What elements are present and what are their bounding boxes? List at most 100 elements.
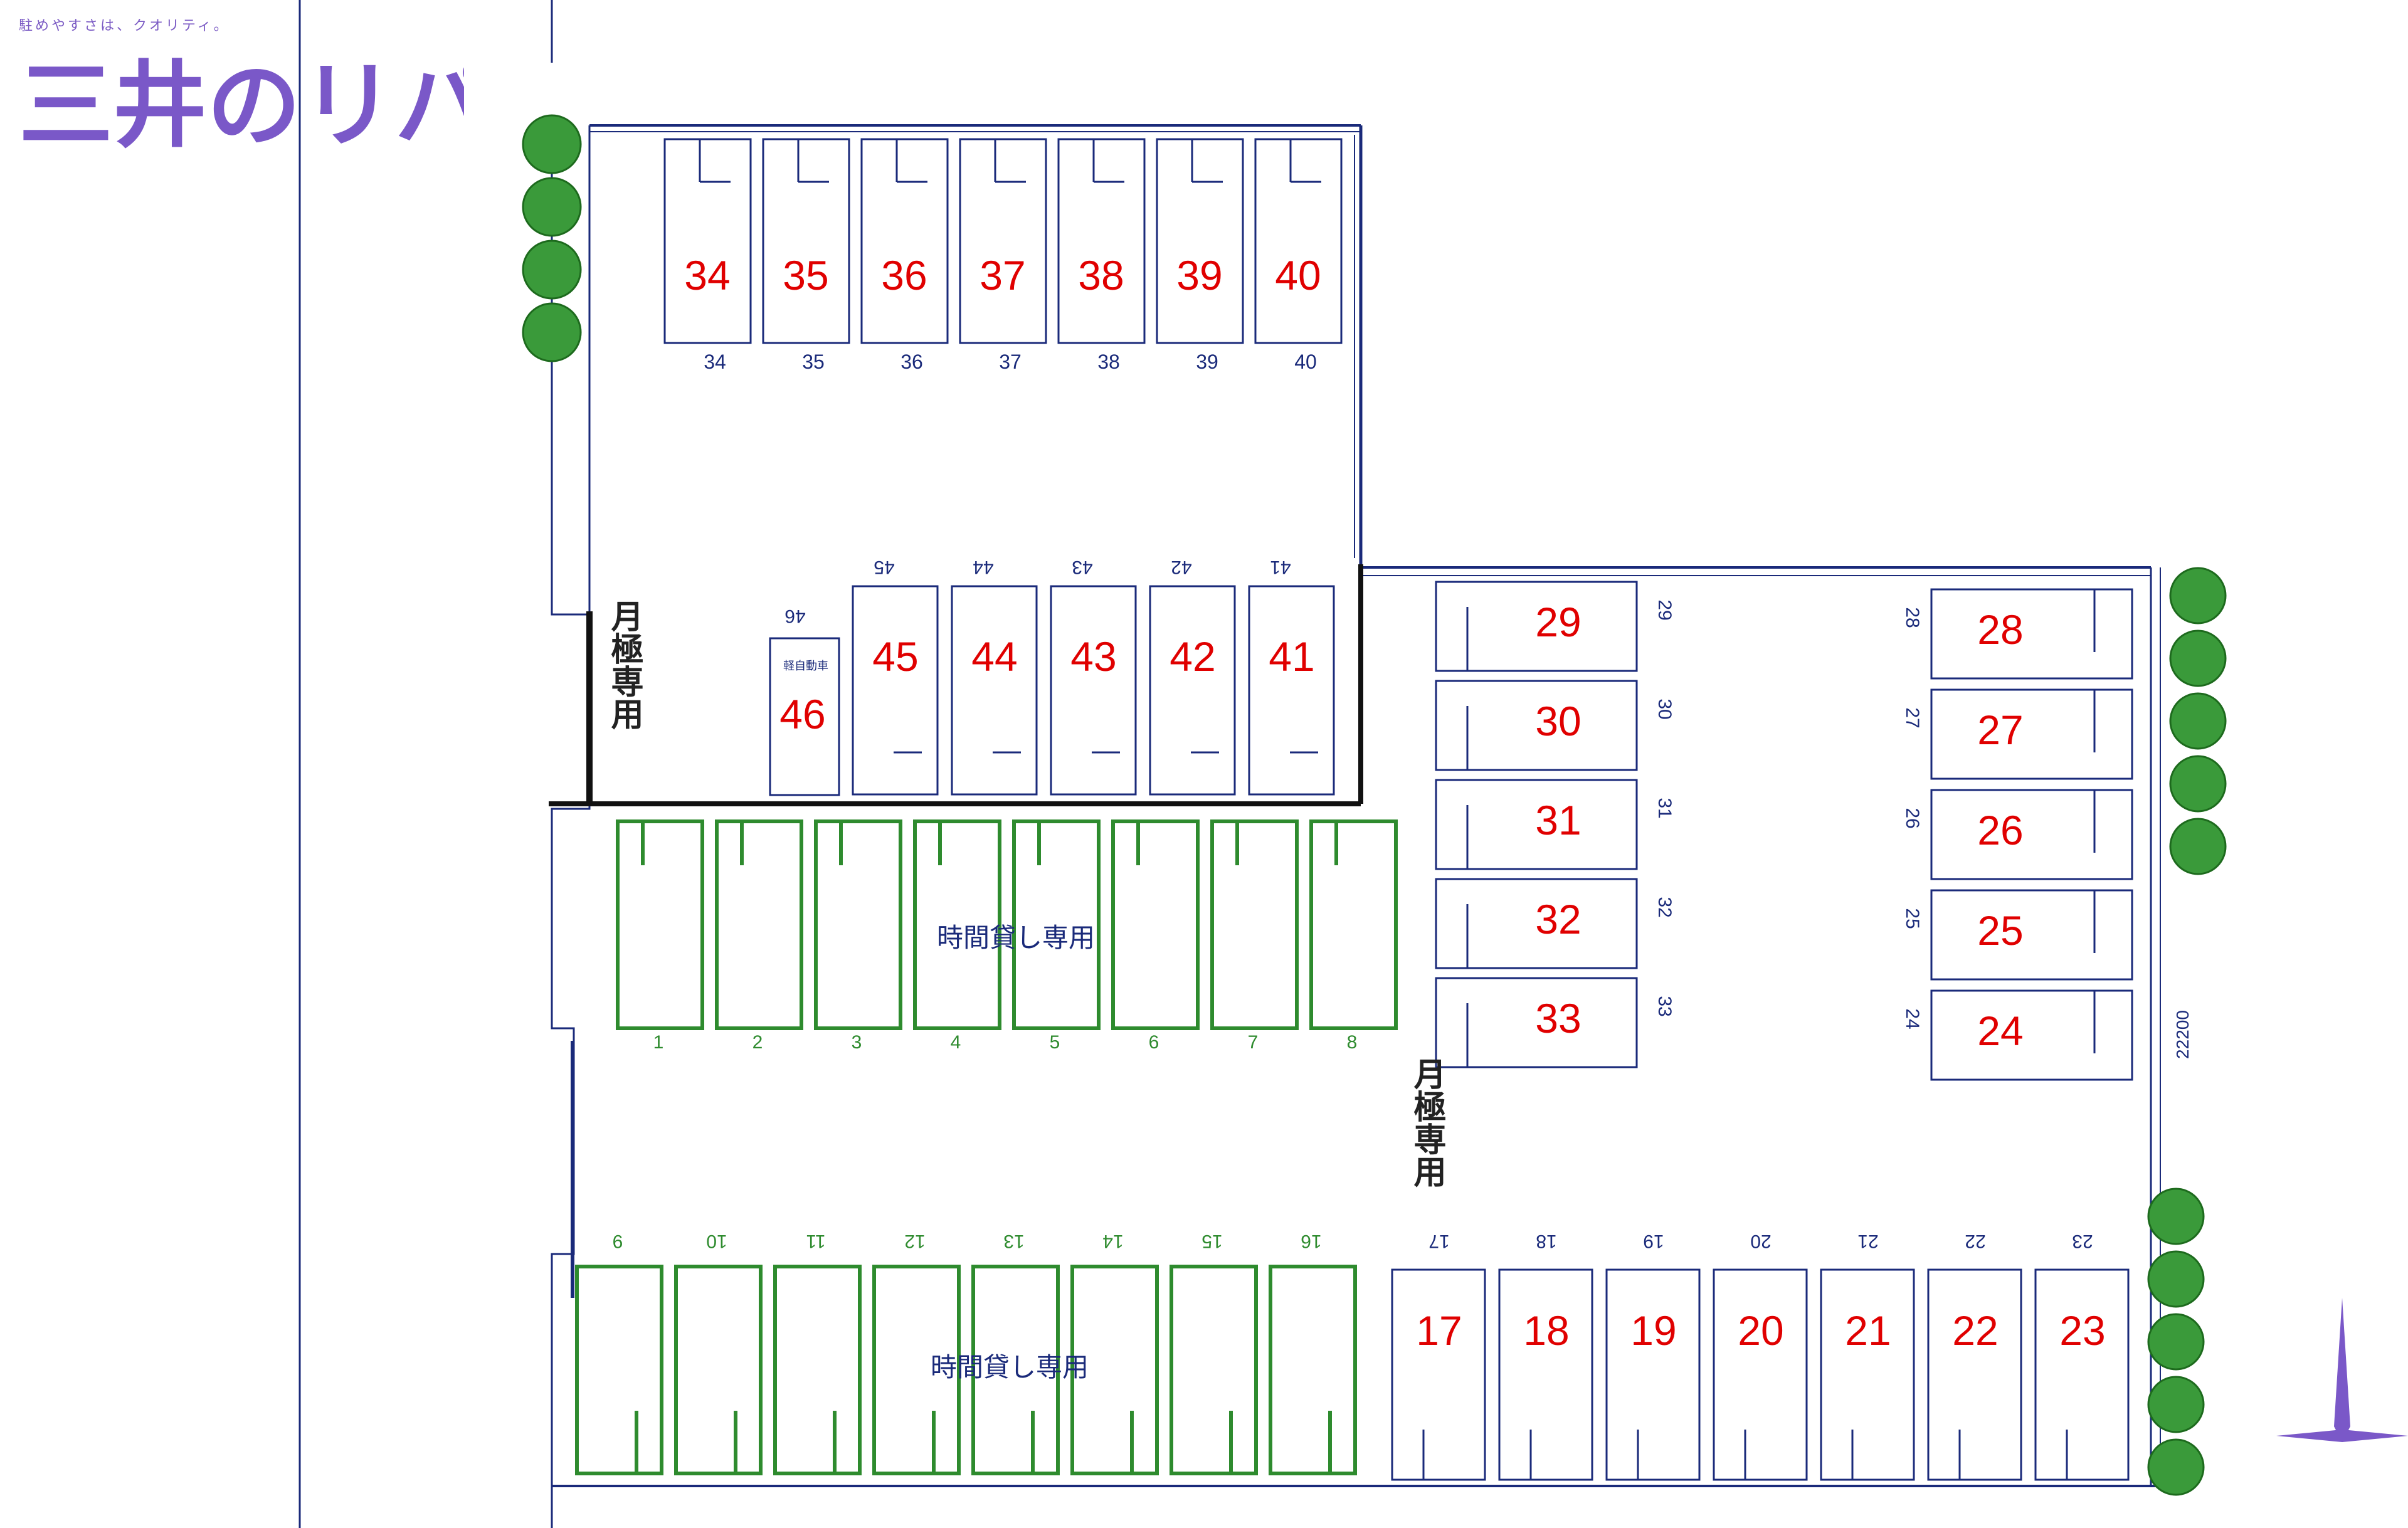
space-11 [773, 1265, 862, 1475]
compass-east-west-icon [2276, 1430, 2408, 1442]
space-23 [2034, 1268, 2130, 1481]
space-46 [769, 637, 840, 796]
space-31 [1435, 779, 1638, 870]
space-15 [1170, 1265, 1258, 1475]
space-11-label: 11 [806, 1231, 825, 1251]
space-17 [1391, 1268, 1486, 1481]
space-44 [951, 585, 1038, 796]
space-44-number: 44 [971, 633, 1017, 680]
space-19-label: 19 [1643, 1231, 1664, 1251]
space-14-label: 14 [1102, 1231, 1123, 1251]
logo-tagline: 駐めやすさは、クオリティ。 [19, 18, 230, 34]
space-29 [1435, 581, 1638, 672]
compass-north-icon [2334, 1298, 2350, 1442]
space-1 [616, 819, 704, 1030]
space-29-number: 29 [1535, 599, 1581, 645]
space-19 [1605, 1268, 1701, 1481]
tree-left-1 [522, 114, 582, 174]
tree-right-lower-5 [2147, 1438, 2205, 1496]
space-21-number: 21 [1845, 1307, 1891, 1354]
space-36-label: 36 [900, 350, 923, 373]
space-43-label: 43 [1072, 557, 1092, 577]
space-26 [1930, 789, 2133, 880]
space-6-label: 6 [1149, 1032, 1159, 1053]
space-36 [860, 138, 949, 344]
space-10 [674, 1265, 763, 1475]
space-41 [1248, 585, 1335, 796]
space-37 [959, 138, 1047, 344]
space-9 [575, 1265, 663, 1475]
space-38-label: 38 [1097, 350, 1120, 373]
space-10-label: 10 [706, 1231, 727, 1251]
zone-monthly-mid-label: 月極専用 [1408, 1057, 1446, 1188]
space-17-number: 17 [1416, 1307, 1462, 1354]
space-41-label: 41 [1270, 557, 1291, 577]
tree-right-upper-5 [2169, 818, 2227, 875]
space-38-number: 38 [1078, 252, 1124, 298]
space-27 [1930, 688, 2133, 780]
space-16-label: 16 [1301, 1231, 1321, 1251]
zone-monthly-left-label: 月極専用 [606, 599, 643, 730]
space-22-label: 22 [1965, 1231, 1985, 1251]
space-26-number: 26 [1977, 807, 2023, 853]
space-23-number: 23 [2059, 1307, 2105, 1354]
space-45-number: 45 [872, 633, 918, 680]
space-24-number: 24 [1977, 1008, 2023, 1054]
space-43 [1050, 585, 1137, 796]
tree-right-upper-2 [2169, 630, 2227, 687]
space-5 [1012, 819, 1101, 1030]
outer-wall-left [551, 148, 591, 1528]
space-39-number: 39 [1176, 252, 1222, 298]
space-1-label: 1 [653, 1032, 664, 1053]
tree-left-2 [522, 177, 582, 237]
tree-right-upper-1 [2169, 567, 2227, 624]
space-33 [1435, 977, 1638, 1068]
space-24 [1930, 989, 2133, 1081]
space-32 [1435, 878, 1638, 969]
space-42 [1149, 585, 1236, 796]
space-34-number: 34 [684, 252, 730, 298]
space-46-label: 46 [784, 606, 805, 626]
space-40-number: 40 [1275, 252, 1321, 298]
space-32-number: 32 [1535, 896, 1581, 942]
space-7-label: 7 [1248, 1032, 1259, 1053]
mitsui-repark-logo: 駐めやすさは、クオリティ。 三井のリパーク [19, 18, 464, 150]
space-30-label: 30 [1654, 698, 1675, 719]
space-32-label: 32 [1654, 897, 1675, 917]
space-13-label: 13 [1003, 1231, 1024, 1251]
space-22-number: 22 [1952, 1307, 1998, 1354]
space-31-label: 31 [1654, 798, 1675, 818]
space-7 [1210, 819, 1299, 1030]
space-35-number: 35 [783, 252, 828, 298]
space-42-number: 42 [1170, 633, 1215, 680]
space-24-label: 24 [1902, 1008, 1923, 1029]
tree-left-4 [522, 302, 582, 362]
tree-right-upper-4 [2169, 755, 2227, 813]
tree-right-upper-3 [2169, 692, 2227, 750]
space-27-label: 27 [1902, 707, 1923, 728]
space-2-label: 2 [752, 1032, 763, 1053]
space-2 [715, 819, 803, 1030]
space-9-label: 9 [613, 1231, 623, 1251]
space-36-number: 36 [881, 252, 927, 298]
space-28-label: 28 [1902, 607, 1923, 628]
space-46-kei-label: 軽自動車 [783, 660, 828, 672]
space-27-number: 27 [1977, 707, 2023, 753]
space-37-label: 37 [999, 350, 1022, 373]
space-34-label: 34 [704, 350, 726, 373]
tree-right-lower-1 [2147, 1188, 2205, 1245]
space-25-label: 25 [1902, 908, 1923, 929]
space-19-number: 19 [1630, 1307, 1676, 1354]
space-18-label: 18 [1536, 1231, 1556, 1251]
space-31-number: 31 [1535, 797, 1581, 843]
space-46-number: 46 [779, 691, 825, 737]
tree-right-lower-2 [2147, 1250, 2205, 1308]
space-39-label: 39 [1196, 350, 1218, 373]
space-38 [1057, 138, 1146, 344]
space-33-label: 33 [1654, 996, 1675, 1016]
space-39 [1156, 138, 1244, 344]
space-20-label: 20 [1750, 1231, 1771, 1251]
tree-left-3 [522, 240, 582, 300]
space-15-label: 15 [1201, 1231, 1222, 1251]
